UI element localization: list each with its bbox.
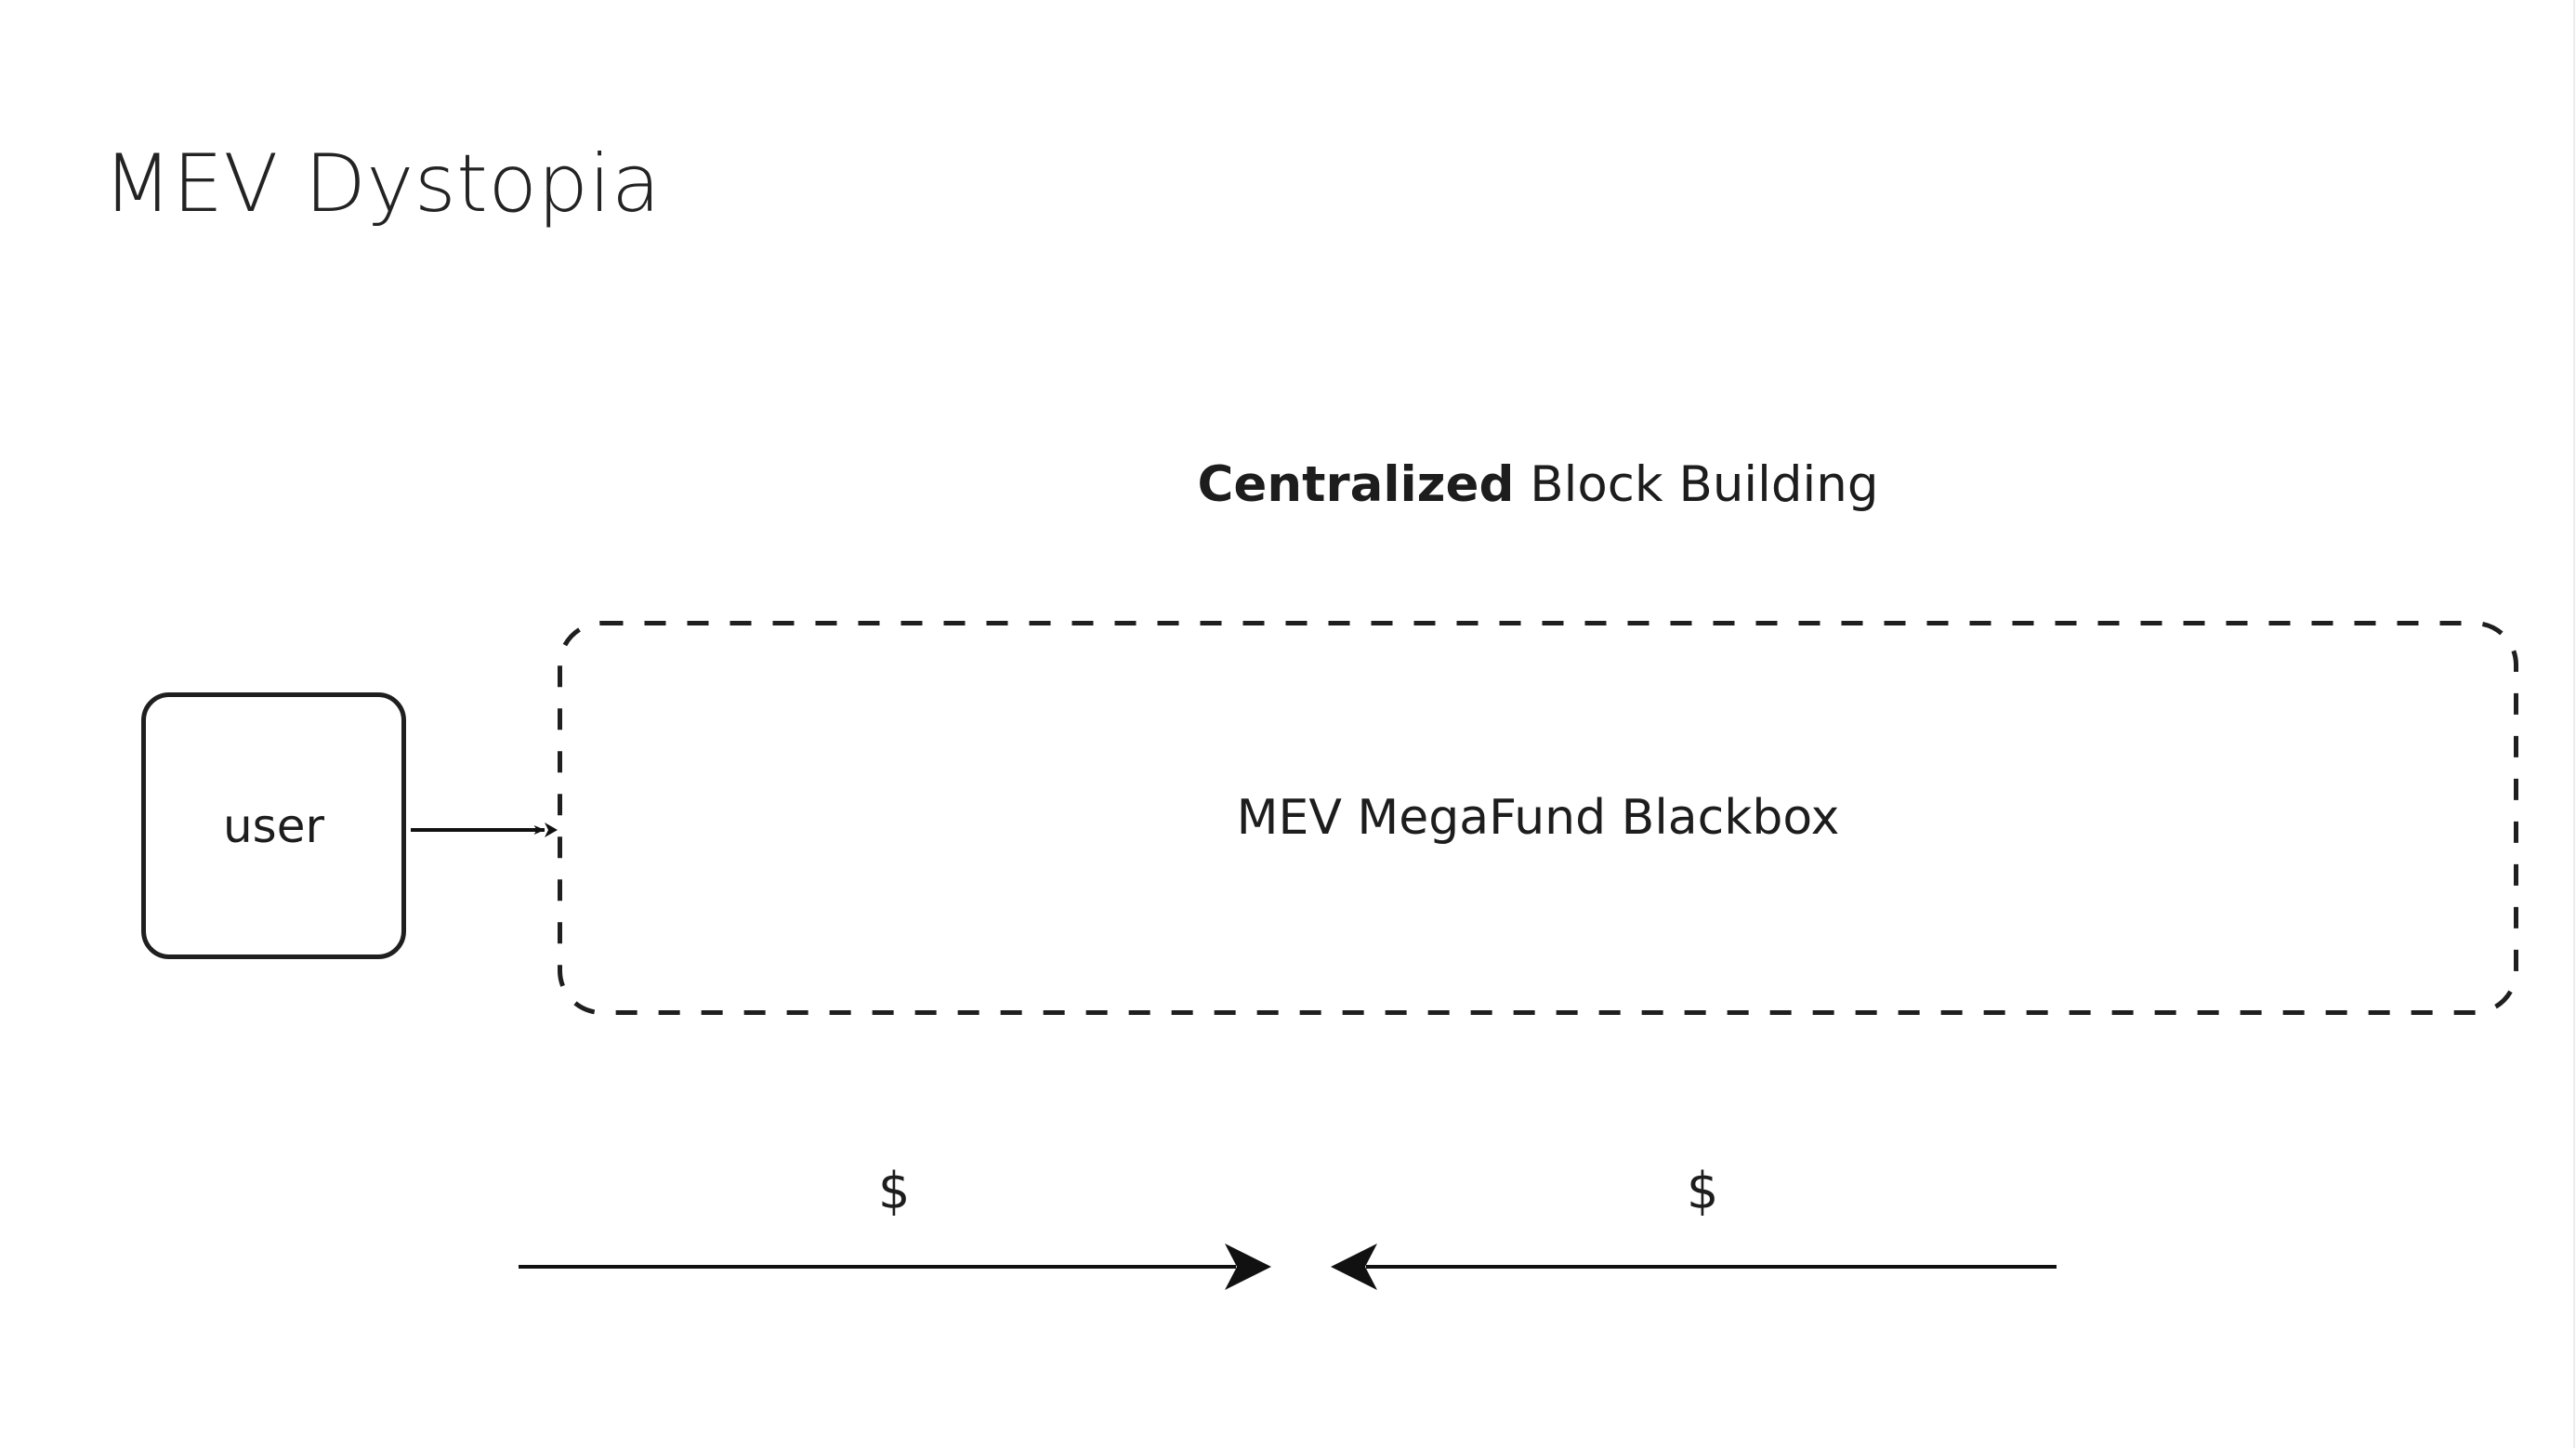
edge-label-value-out: $ — [878, 1162, 911, 1220]
node-user[interactable]: user — [141, 692, 406, 959]
diagram-caption-emphasis: Centralized — [1197, 456, 1515, 513]
page-title: MEV Dystopia — [103, 138, 662, 230]
diagram-caption: Centralized Block Building — [558, 460, 2518, 509]
node-blackbox-label: MEV MegaFund Blackbox — [1236, 790, 1840, 846]
node-user-label: user — [222, 798, 325, 853]
edge-value-out — [519, 1244, 1271, 1290]
page-edge-rule — [2573, 0, 2575, 1448]
diagram-caption-rest: Block Building — [1514, 456, 1879, 513]
edge-value-back — [1331, 1244, 2057, 1290]
node-blackbox[interactable]: MEV MegaFund Blackbox — [558, 621, 2518, 1015]
edge-label-value-back: $ — [1687, 1162, 1719, 1220]
edge-user-to-blackbox — [411, 823, 558, 837]
